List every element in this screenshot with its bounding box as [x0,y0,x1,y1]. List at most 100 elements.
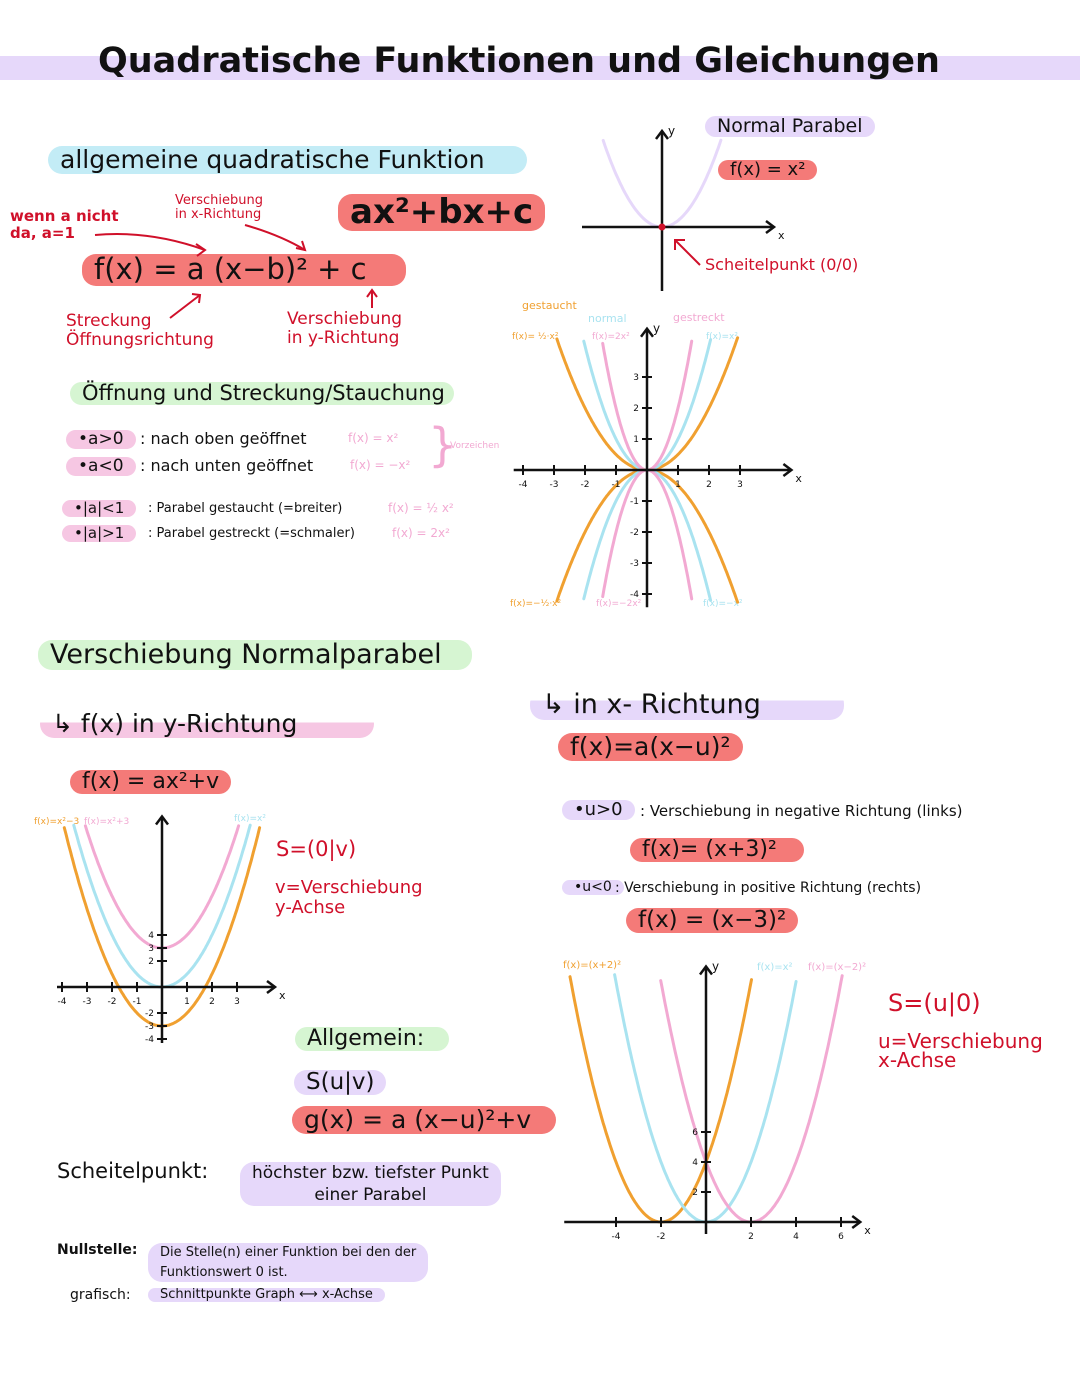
y-axis-label: y [668,124,675,138]
u-positive-example: f(x)= (x+3)² [630,837,804,863]
y-tick-label: 4 [692,1158,698,1168]
label-x2-minus-3: f(x)=x²−3 [34,817,80,827]
x-tick-label: -3 [550,480,559,490]
general-form-vertex: S(u|v) [294,1069,387,1096]
y-axis-arrow-icon [655,128,669,140]
x-tick-label: 1 [184,997,190,1007]
scheitel-def: höchster bzw. tiefster Punkt einer Parab… [240,1162,501,1207]
general-heading: allgemeine quadratische Funktion [48,146,527,174]
y-shift-heading: ↳ f(x) in y-Richtung [40,710,374,738]
x-shift-vertex: S=(u|0) [888,989,981,1017]
series-curve [568,975,753,1224]
annot-normal: normal [588,312,627,325]
cond-a-negative: •a<0 [66,457,136,476]
label-neg-half-x2: f(x)=−½·x² [510,599,562,609]
series-curve [601,339,694,472]
y-tick-label: 2 [148,957,154,967]
y-tick-label: 6 [692,1128,698,1138]
x-tick-label: 2 [706,480,712,490]
normal-heading: Normal Parabel [705,116,875,137]
label-half-x2: f(x)= ½·x² [512,332,559,342]
text-a-positive: : nach oben geöffnet [140,429,307,448]
annot-gestreckt: gestreckt [673,311,725,324]
label-2x2: f(x)=2x² [592,332,630,342]
cond-abs-greater: •|a|>1 [62,525,137,542]
brace-label: Vorzeichen [450,441,500,451]
x-tick-label: 3 [737,480,743,490]
series-curve [601,138,723,229]
x-axis-label: x [279,989,286,1002]
label-c: Verschiebung in y-Richtung [287,309,403,348]
x-tick-label: 3 [234,997,240,1007]
label-x2: f(x)=x² [706,332,738,342]
text-abs-less: : Parabel gestaucht (=breiter) [148,501,343,516]
label-x2-y: f(x)=x² [234,814,266,824]
y-tick-label: 3 [633,373,639,383]
y-tick-label: -1 [630,497,639,507]
brace-icon: } [428,418,458,472]
standard-form: ax²+bx+c [338,193,546,232]
y-tick-label: -3 [145,1022,154,1032]
example-abs-greater: f(x) = 2x² [392,526,450,540]
y-axis-arrow-icon [155,814,169,826]
normal-formula: f(x) = x² [718,160,818,180]
series-curve [555,336,740,472]
y-tick-label: -2 [630,528,639,538]
series-curve [601,468,694,601]
y-tick-label: 3 [148,944,154,954]
series-curve [582,468,713,602]
label-x-minus-2: f(x)=(x−2)² [808,962,867,973]
series-curve [62,826,262,1028]
vertex-label: Scheitelpunkt (0/0) [705,255,859,274]
series-curve [83,824,241,950]
y-tick-label: 4 [148,931,154,941]
x-shift-heading: ↳ in x- Richtung [530,690,844,720]
label-x-plus-2: f(x)=(x+2)² [563,960,622,971]
title-band [0,56,1080,80]
label-x2-x: f(x)=x² [757,962,793,973]
u-positive-text: : Verschiebung in negative Richtung (lin… [640,802,963,820]
series-curve [659,974,844,1224]
x-tick-label: 2 [209,997,215,1007]
x-axis-label: x [795,472,802,485]
general-form-heading: Allgemein: [295,1026,449,1052]
x-tick-label: -2 [108,997,117,1007]
label-neg-2x2: f(x)=−2x² [596,599,642,609]
x-axis-arrow-icon [765,220,777,234]
x-tick-label: -4 [58,997,67,1007]
x-tick-label: -1 [133,997,142,1007]
x-axis-arrow-icon [266,980,278,994]
text-abs-greater: : Parabel gestreckt (=schmaler) [148,526,355,541]
annot-gestaucht: gestaucht [522,299,577,312]
example-a-positive: f(x) = x² [348,431,399,445]
x-tick-label: -2 [581,480,590,490]
x-tick-label: -1 [612,480,621,490]
y-axis-label: y [653,322,660,336]
graf-def: Schnittpunkte Graph ⟷ x-Achse [148,1287,385,1303]
x-axis-arrow-icon [782,463,794,477]
y-shift-note: v=Verschiebung y-Achse [275,877,423,918]
cond-abs-less: •|a|<1 [62,500,137,517]
x-tick-label: 1 [675,480,681,490]
graf-term: grafisch: [70,1287,131,1303]
x-axis-arrow-icon [851,1215,863,1229]
series-curve [582,338,713,472]
y-shift-vertex: S=(0|v) [276,837,357,861]
series-curve [613,973,798,1224]
y-tick-label: -4 [145,1035,154,1045]
u-negative-cond: •u<0 [562,879,624,896]
series-curve [555,468,740,604]
vertex-form: f(x) = a (x−b)² + c [82,253,406,286]
null-def: Die Stelle(n) einer Funktion bei den der… [148,1243,429,1282]
x-tick-label: -4 [612,1232,621,1242]
y-tick-label: 2 [633,404,639,414]
vertex-point [658,223,666,231]
u-positive-cond: •u>0 [562,800,635,820]
u-negative-example: f(x) = (x−3)² [626,907,799,934]
x-axis-label: x [864,1224,871,1237]
x-tick-label: -3 [83,997,92,1007]
x-tick-label: 6 [838,1232,844,1242]
